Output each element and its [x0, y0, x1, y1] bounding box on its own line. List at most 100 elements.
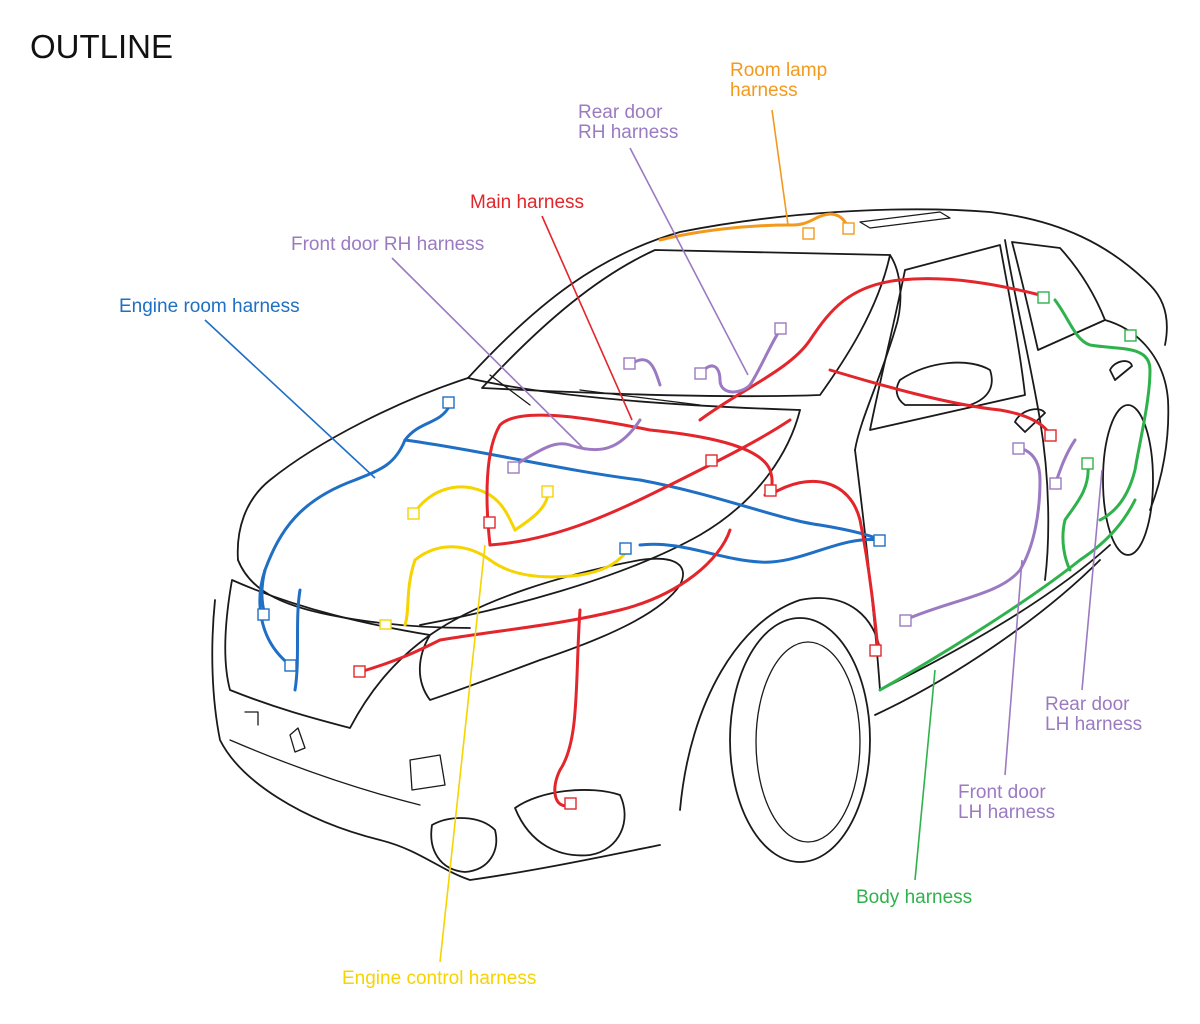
- grille-top: [237, 559, 471, 629]
- leader-rear-door-rh: [629, 147, 749, 376]
- connector-main-3: [353, 665, 366, 678]
- leader-engine-control: [439, 544, 486, 963]
- leader-room-lamp: [771, 109, 789, 226]
- connector-door-1: [507, 461, 520, 474]
- connector-main-4: [564, 797, 577, 810]
- main-wire-door: [828, 368, 1052, 437]
- main-wire-fog: [553, 608, 582, 808]
- connector-door-7: [1049, 477, 1062, 490]
- connector-engine-room-5: [619, 542, 632, 555]
- front-door-handle: [1014, 408, 1046, 433]
- lower-bumper-line: [229, 739, 421, 806]
- wiper-right: [579, 389, 701, 406]
- hood: [236, 377, 469, 561]
- label-room-lamp-line1: Room lamp: [730, 60, 827, 81]
- main-wire-cab: [485, 413, 774, 547]
- engine-room-wire-right: [638, 537, 882, 564]
- main-harness: [358, 277, 1052, 808]
- label-rear-door-lh-line1: Rear door: [1045, 694, 1130, 715]
- page-title: OUTLINE: [30, 28, 173, 65]
- rear-side-window: [1011, 241, 1106, 351]
- lower-intake: [430, 817, 498, 873]
- connector-engine-control-2: [541, 485, 554, 498]
- connector-door-2: [623, 357, 636, 370]
- engine-control-wire-c: [513, 490, 550, 532]
- engine-control-wire-b: [413, 545, 632, 579]
- leader-lines: [204, 109, 1103, 963]
- bumper-mark-1: [244, 711, 259, 726]
- leader-rear-door-lh: [1081, 469, 1103, 691]
- room-lamp-harness: [658, 212, 850, 242]
- side-sill: [879, 544, 1111, 691]
- connector-room-lamp-2: [842, 222, 855, 235]
- b-pillar: [1004, 239, 1050, 581]
- leader-main: [541, 215, 633, 421]
- body-wire-sill: [878, 498, 1137, 692]
- roof-line: [467, 208, 1168, 379]
- cowl-line: [467, 377, 801, 411]
- label-engine-room: Engine room harness: [119, 296, 300, 317]
- label-rear-door-rh-line2: RH harness: [578, 122, 678, 143]
- connector-engine-room-2: [257, 608, 270, 621]
- label-front-door-lh-line2: LH harness: [958, 802, 1055, 823]
- engine-control-wire-d: [403, 558, 417, 627]
- leader-front-door-rh: [391, 257, 586, 451]
- connectors: [257, 222, 1137, 810]
- side-mirror: [895, 361, 993, 406]
- connector-main-7: [869, 644, 882, 657]
- a-pillar: [854, 254, 902, 451]
- sunroof: [859, 211, 951, 229]
- label-front-door-lh-line1: Front door: [958, 782, 1046, 803]
- connector-door-5: [899, 614, 912, 627]
- engine-room-wire-branch: [293, 588, 302, 692]
- connector-door-3: [694, 367, 707, 380]
- body-harness: [878, 298, 1152, 692]
- car-outline: [211, 208, 1170, 881]
- engine-control-harness: [403, 485, 632, 627]
- label-room-lamp-line2: harness: [730, 80, 798, 101]
- rocker-line: [874, 559, 1101, 716]
- bumper-mark-2: [289, 727, 306, 753]
- front-wheel: [729, 617, 871, 863]
- label-rear-door-lh: Rear door LH harness: [1045, 694, 1142, 735]
- label-rear-door-lh-line2: LH harness: [1045, 714, 1142, 735]
- label-front-door-lh: Front door LH harness: [958, 782, 1055, 823]
- connector-door-6: [1012, 442, 1025, 455]
- main-wire-diag: [488, 418, 792, 547]
- connector-body-1: [1037, 291, 1050, 304]
- grille: [224, 579, 431, 729]
- wiper-left: [489, 374, 531, 406]
- front-bumper: [211, 599, 661, 881]
- windshield: [481, 249, 891, 398]
- hood-edge: [419, 409, 801, 626]
- engine-control-wire-a: [413, 485, 517, 532]
- plate-marker: [409, 754, 446, 791]
- connector-engine-room-3: [284, 659, 297, 672]
- connector-body-3: [1124, 329, 1137, 342]
- headlight: [418, 557, 684, 701]
- connector-body-2: [1081, 457, 1094, 470]
- main-wire-roof: [698, 277, 1042, 422]
- body-wire-rear: [1053, 298, 1152, 522]
- engine-room-harness: [258, 403, 882, 692]
- leader-body: [914, 669, 936, 881]
- connector-main-1: [483, 516, 496, 529]
- rear-wheel: [1102, 404, 1154, 556]
- connector-main-6: [764, 484, 777, 497]
- connector-room-lamp-1: [802, 227, 815, 240]
- label-front-door-rh: Front door RH harness: [291, 234, 484, 255]
- leader-front-door-lh: [1004, 559, 1023, 776]
- connector-door-4: [774, 322, 787, 335]
- label-engine-control: Engine control harness: [342, 968, 536, 989]
- fog-lamp: [514, 789, 626, 857]
- main-wire-front: [358, 528, 732, 674]
- leader-engine-room: [204, 319, 376, 479]
- harness-labels: Room lamp harness Rear door RH harness M…: [119, 60, 1142, 989]
- main-wire-side: [768, 479, 880, 652]
- door-wire-front-lh: [903, 448, 1042, 622]
- label-main: Main harness: [470, 192, 584, 213]
- connector-engine-room-4: [873, 534, 886, 547]
- label-rear-door-rh-line1: Rear door: [578, 102, 663, 123]
- label-rear-door-rh: Rear door RH harness: [578, 102, 678, 143]
